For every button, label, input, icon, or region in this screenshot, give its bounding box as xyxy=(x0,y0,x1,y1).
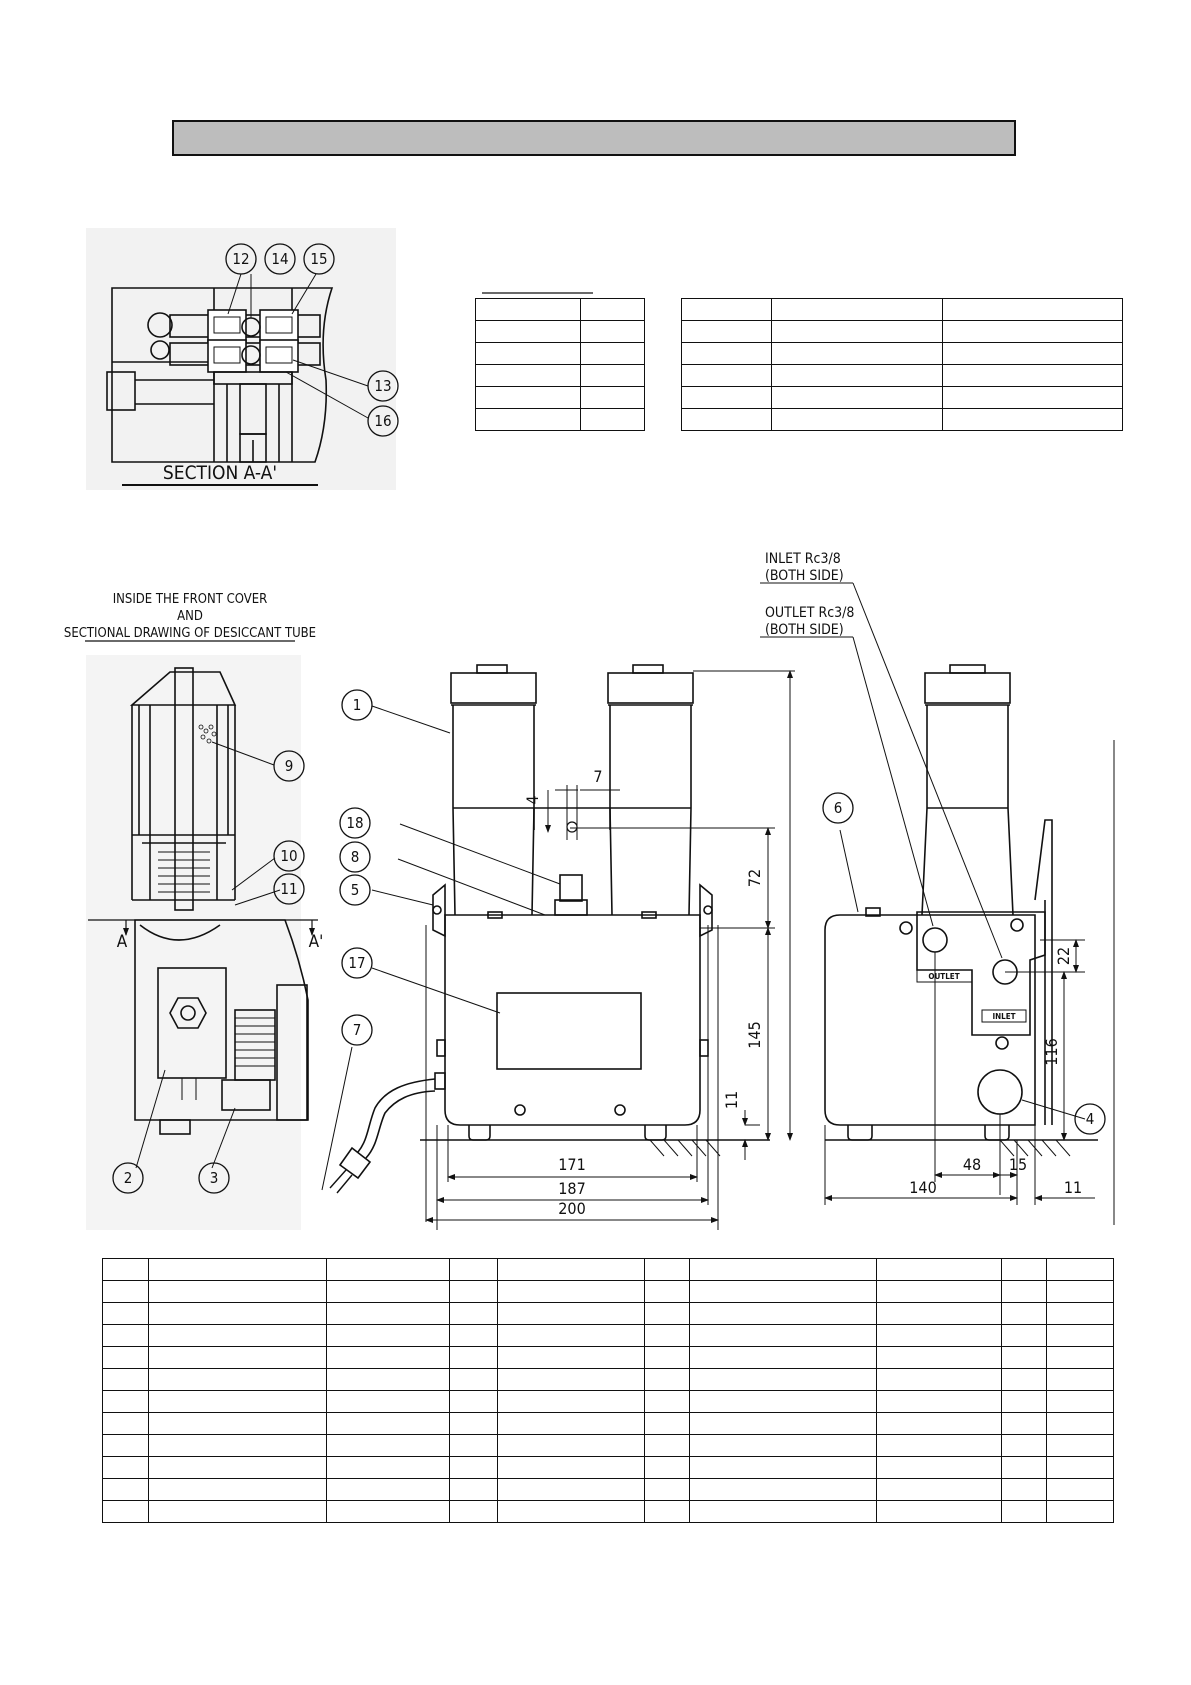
dim-7: 7 xyxy=(593,767,602,786)
parts-row xyxy=(102,1302,1114,1325)
sectional-view-front-cover xyxy=(85,640,318,1230)
callout-11: 11 xyxy=(280,880,297,898)
callout-circles-side xyxy=(822,792,1106,1135)
table-cell xyxy=(681,408,772,431)
callout-circles-section xyxy=(225,243,399,437)
dim-4: 4 xyxy=(523,795,542,804)
section-label: SECTION A-A' xyxy=(163,462,277,484)
dim-140: 140 xyxy=(909,1178,936,1197)
table-cell xyxy=(325,1500,450,1523)
callout-circles-left xyxy=(112,750,305,1194)
parts-row xyxy=(102,1478,1114,1501)
caption-line-1: INSIDE THE FRONT COVER xyxy=(113,592,268,607)
outlet-note-line-1: OUTLET Rc3/8 xyxy=(765,605,854,621)
callout-circles-front xyxy=(339,689,373,1046)
dim-22: 22 xyxy=(1054,947,1073,965)
table-cell xyxy=(580,408,645,431)
spec-row xyxy=(681,342,1123,365)
callout-1: 1 xyxy=(353,696,362,714)
dim-187: 187 xyxy=(558,1179,585,1198)
callout-17: 17 xyxy=(348,954,365,972)
callout-5: 5 xyxy=(351,881,360,899)
callout-8: 8 xyxy=(351,848,360,866)
parts-list-table xyxy=(102,1258,1114,1523)
inlet-note-line-1: INLET Rc3/8 xyxy=(765,551,841,567)
parts-row xyxy=(102,1500,1114,1523)
dim-145: 145 xyxy=(745,1021,764,1048)
callout-16: 16 xyxy=(374,412,391,430)
dim-11-left: 11 xyxy=(722,1091,741,1109)
callout-6: 6 xyxy=(834,799,843,817)
callout-9: 9 xyxy=(285,757,294,775)
dim-48: 48 xyxy=(963,1155,981,1174)
callout-4: 4 xyxy=(1086,1110,1095,1128)
table-cell xyxy=(876,1500,1003,1523)
outlet-plate: OUTLET xyxy=(928,972,959,981)
parts-row xyxy=(102,1412,1114,1435)
caption-line-3: SECTIONAL DRAWING OF DESICCANT TUBE xyxy=(64,626,316,641)
callout-13: 13 xyxy=(374,377,391,395)
dim-200: 200 xyxy=(558,1199,585,1218)
parts-row xyxy=(102,1456,1114,1479)
section-marker-a: A xyxy=(117,932,128,952)
table-cell xyxy=(474,408,582,431)
side-view xyxy=(760,582,1115,1225)
inlet-note-line-2: (BOTH SIDE) xyxy=(765,568,844,584)
inlet-plate: INLET xyxy=(992,1012,1015,1021)
spec-row xyxy=(681,408,1123,431)
callout-14: 14 xyxy=(271,250,288,268)
callout-7: 7 xyxy=(353,1021,362,1039)
callout-3: 3 xyxy=(210,1169,219,1187)
callout-10: 10 xyxy=(280,847,297,865)
callout-2: 2 xyxy=(124,1169,133,1187)
table-cell xyxy=(102,1500,149,1523)
table-cell xyxy=(942,408,1123,431)
spec-row xyxy=(681,386,1123,409)
caption-line-2: AND xyxy=(177,609,203,624)
front-view xyxy=(321,664,795,1230)
spec-table-mid xyxy=(681,298,1123,431)
table-cell xyxy=(1046,1500,1114,1523)
spec-row xyxy=(681,298,1123,321)
spec-table-small xyxy=(474,298,645,431)
section-a-a-view xyxy=(86,228,396,490)
dim-15: 15 xyxy=(1009,1155,1027,1174)
spec-row xyxy=(474,408,645,431)
outlet-note-line-2: (BOTH SIDE) xyxy=(765,622,844,638)
parts-row xyxy=(102,1324,1114,1347)
dim-171: 171 xyxy=(558,1155,585,1174)
callout-15: 15 xyxy=(310,250,327,268)
callout-18: 18 xyxy=(346,814,363,832)
spec-row xyxy=(474,386,645,409)
parts-row xyxy=(102,1346,1114,1369)
callout-12: 12 xyxy=(232,250,249,268)
dim-72: 72 xyxy=(745,869,764,887)
dim-11-right: 11 xyxy=(1064,1178,1082,1197)
title-bar xyxy=(172,120,1016,156)
parts-row xyxy=(102,1280,1114,1303)
dim-116: 116 xyxy=(1042,1038,1061,1065)
parts-row xyxy=(102,1434,1114,1457)
section-marker-a-prime: A' xyxy=(309,932,324,952)
